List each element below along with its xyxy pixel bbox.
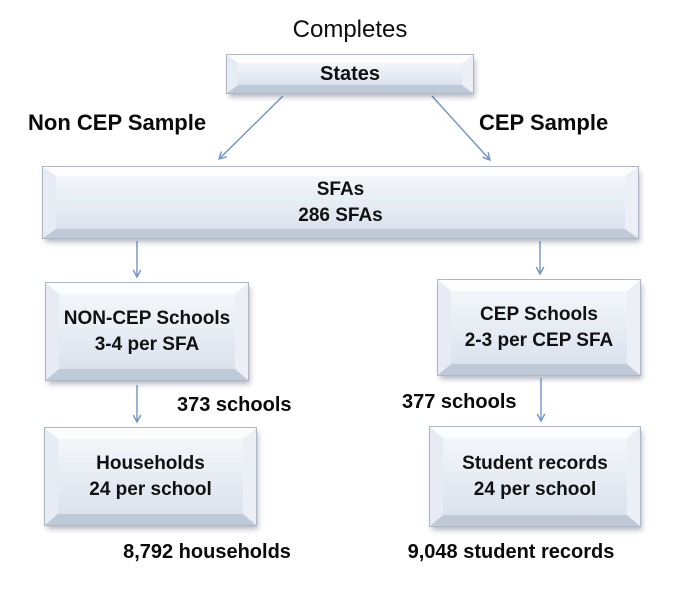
cep-schools-box-rate: 2-3 per CEP SFA bbox=[464, 329, 614, 351]
arrow-states-to-sfas-left bbox=[217, 95, 284, 161]
sfas-box: SFAs 286 SFAs bbox=[43, 167, 638, 238]
non-cep-schools-box-rate: 3-4 per SFA bbox=[94, 333, 200, 355]
student-records-total-label: 9,048 student records bbox=[407, 541, 615, 563]
households-box: Households 24 per school bbox=[45, 428, 256, 525]
non-cep-schools-box-face: NON-CEP Schools 3-4 per SFA bbox=[46, 283, 248, 380]
non-cep-schools-box-title: NON-CEP Schools bbox=[63, 307, 231, 329]
sfas-box-count: 286 SFAs bbox=[298, 204, 383, 226]
households-total-label: 8,792 households bbox=[123, 541, 291, 563]
states-box: States bbox=[227, 55, 473, 93]
cep-schools-box: CEP Schools 2-3 per CEP SFA bbox=[438, 280, 640, 375]
right-schools-count-label: 377 schools bbox=[402, 391, 517, 413]
diagram-title: Completes bbox=[292, 16, 408, 43]
cep-sample-label: CEP Sample bbox=[479, 110, 609, 135]
states-box-label: States bbox=[319, 63, 381, 85]
sfas-box-title: SFAs bbox=[316, 178, 365, 200]
states-box-face: States bbox=[227, 55, 473, 93]
households-box-title: Households bbox=[96, 452, 205, 474]
cep-schools-box-title: CEP Schools bbox=[480, 303, 598, 325]
student-records-box-title: Student records bbox=[462, 452, 608, 474]
left-schools-count-label: 373 schools bbox=[177, 394, 292, 416]
cep-schools-box-face: CEP Schools 2-3 per CEP SFA bbox=[438, 280, 640, 375]
households-box-face: Households 24 per school bbox=[45, 428, 256, 525]
non-cep-schools-box: NON-CEP Schools 3-4 per SFA bbox=[46, 283, 248, 380]
non-cep-sample-label: Non CEP Sample bbox=[28, 110, 207, 135]
student-records-box: Student records 24 per school bbox=[430, 427, 640, 526]
student-records-box-rate: 24 per school bbox=[473, 478, 597, 500]
student-records-box-face: Student records 24 per school bbox=[430, 427, 640, 526]
sfas-box-face: SFAs 286 SFAs bbox=[43, 167, 638, 238]
households-box-rate: 24 per school bbox=[89, 478, 212, 500]
